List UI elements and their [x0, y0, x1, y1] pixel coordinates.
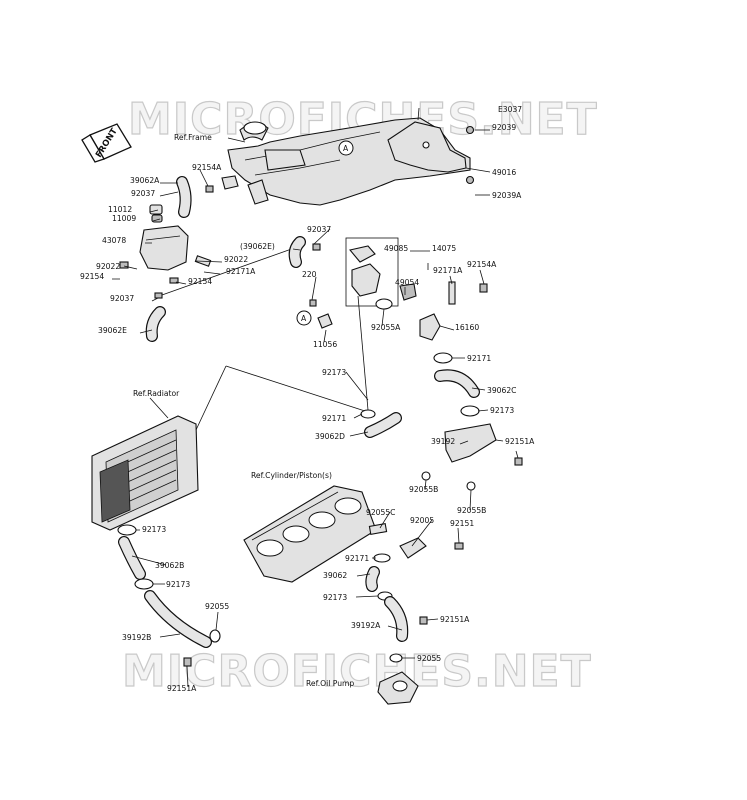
part-label: 14075: [432, 244, 456, 253]
part-label: 92173: [322, 368, 346, 377]
part-label: 92151A: [505, 437, 535, 446]
part-label: 39062A: [130, 176, 160, 185]
watermark-bottom: MICROFICHES.NET: [122, 646, 592, 697]
part-label: 92037: [307, 225, 331, 234]
part-label: 92154A: [467, 260, 497, 269]
part-label: 92022: [224, 255, 248, 264]
part-label: 39062B: [155, 561, 184, 570]
part-label: 39192B: [122, 633, 151, 642]
front-arrow-icon: FRONT: [81, 123, 132, 163]
part-label: 39062C: [487, 386, 516, 395]
callout-a-top-icon: [338, 140, 354, 156]
part-label: 92154A: [192, 163, 222, 172]
part-label: 92055C: [366, 508, 395, 517]
part-label: 92151: [450, 519, 474, 528]
part-label: 92039A: [492, 191, 522, 200]
cylinder-section: [243, 485, 464, 705]
part-label: 92055A: [371, 323, 401, 332]
part-label: 39062E: [98, 326, 127, 335]
part-label: 39062D: [315, 432, 345, 441]
part-label: 92173: [323, 593, 347, 602]
part-label: 92055: [417, 654, 441, 663]
part-label: 92171: [345, 554, 369, 563]
part-label: 16160: [455, 323, 479, 332]
part-label: 49016: [492, 168, 516, 177]
part-label: 92154: [80, 272, 104, 281]
callout-a-top: A: [343, 144, 349, 153]
part-label: 92055: [205, 602, 229, 611]
part-label: 92039: [492, 123, 516, 132]
part-label: 39062: [323, 571, 347, 580]
part-label: 11009: [112, 214, 136, 223]
part-label: 92055B: [457, 506, 486, 515]
part-label: 11056: [313, 340, 337, 349]
part-label: 220: [302, 270, 317, 279]
part-label: 92151A: [167, 684, 197, 693]
part-label: 39192: [431, 437, 455, 446]
part-label: 92173: [490, 406, 514, 415]
leader-lines: [112, 169, 519, 688]
part-label: 92037: [131, 189, 155, 198]
radiator-section: [91, 365, 402, 531]
part-label: 92055B: [409, 485, 438, 494]
ref-cylinder-label: Ref.Cylinder/Piston(s): [251, 471, 332, 480]
ref-frame-label: Ref.Frame: [174, 133, 212, 142]
part-label: 92171: [467, 354, 491, 363]
part-label: 92022: [96, 262, 120, 271]
frame-section: A: [221, 107, 491, 206]
part-label: (39062E): [240, 242, 275, 251]
part-label: 92173: [166, 580, 190, 589]
part-label: 92171A: [433, 266, 463, 275]
callout-a-bottom: A: [301, 314, 307, 323]
part-label: 92005: [410, 516, 434, 525]
part-label: 49054: [395, 278, 419, 287]
part-label: 11012: [108, 205, 132, 214]
part-label: 92171: [322, 414, 346, 423]
part-label: E3037: [498, 105, 522, 114]
part-label: 92037: [110, 294, 134, 303]
part-label: 43078: [102, 236, 126, 245]
ref-radiator-label: Ref.Radiator: [133, 389, 180, 398]
part-label: 92151A: [440, 615, 470, 624]
right-hose-section: [419, 281, 523, 491]
part-label: 92171A: [226, 267, 256, 276]
part-label: 92173: [142, 525, 166, 534]
callout-a-bottom-icon: [296, 310, 312, 326]
lower-left-section: [117, 524, 221, 667]
part-label: 39192A: [351, 621, 381, 630]
part-label: 49085: [384, 244, 408, 253]
thermostat-section: A: [288, 236, 417, 411]
reservoir-section: [119, 176, 301, 342]
part-label: 92154: [188, 277, 212, 286]
ref-oil-pump-label: Ref.Oil Pump: [306, 679, 354, 688]
watermark-top: MICROFICHES.NET: [128, 94, 598, 145]
